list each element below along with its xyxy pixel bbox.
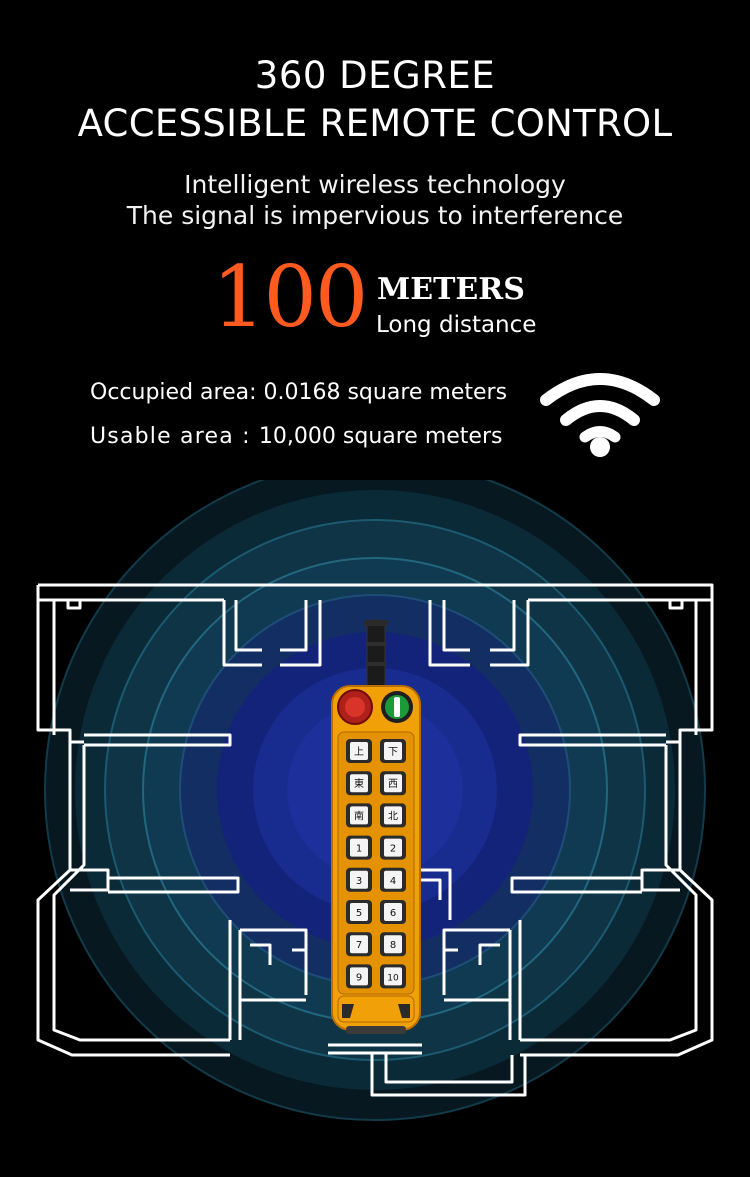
- distance-unit: METERS: [377, 272, 525, 307]
- remote-button: 下: [380, 739, 406, 763]
- remote-button-label: 5: [356, 908, 362, 919]
- remote-button: 3: [346, 867, 372, 892]
- remote-button: 4: [380, 867, 406, 892]
- heading-line-1: 360 DEGREE: [254, 54, 496, 97]
- wifi-icon: [540, 373, 660, 457]
- remote-button: 8: [380, 932, 406, 957]
- remote-button: 7: [346, 932, 372, 957]
- remote-button-label: 1: [356, 844, 362, 855]
- remote-button: 1: [346, 835, 372, 860]
- subheading-line-2: The signal is impervious to interference: [126, 201, 624, 230]
- subheading-line-1: Intelligent wireless technology: [184, 170, 566, 199]
- remote-button-label: 上: [354, 746, 364, 758]
- remote-button: 9: [346, 964, 372, 989]
- remote-button-label: 6: [390, 908, 396, 919]
- heading-line-2: ACCESSIBLE REMOTE CONTROL: [77, 102, 673, 145]
- distance-caption: Long distance: [376, 312, 537, 338]
- remote-button: 南: [346, 803, 372, 828]
- remote-button: 5: [346, 900, 372, 924]
- remote-button: 北: [380, 803, 406, 828]
- remote-button: 10: [380, 964, 406, 989]
- occupied-area-value: 0.0168 square meters: [263, 380, 508, 405]
- remote-button-label: 8: [390, 940, 396, 951]
- remote-button-label: 西: [388, 779, 398, 790]
- signal-coverage-illustration: 上 下東 西南 北 1 2 3 4 5 6 7 8 9 10: [36, 480, 714, 1121]
- distance-value: 100: [212, 248, 368, 346]
- remote-button-label: 下: [388, 747, 398, 758]
- remote-button: 2: [380, 835, 406, 860]
- floor-plan: [36, 583, 714, 1097]
- remote-button-label: 4: [390, 876, 396, 887]
- remote-button-label: 2: [390, 844, 396, 855]
- remote-button: 東: [346, 771, 372, 796]
- remote-button-label: 9: [356, 972, 362, 983]
- usable-area: Usable area : 10,000 square meters: [90, 424, 502, 449]
- usable-area-label: Usable area :: [90, 424, 259, 449]
- remote-button-label: 10: [387, 973, 399, 983]
- remote-button-label: 7: [356, 940, 362, 951]
- usable-area-value: 10,000 square meters: [258, 424, 503, 449]
- occupied-area-label: Occupied area:: [90, 380, 264, 405]
- remote-button: 西: [380, 771, 406, 796]
- remote-buttons: 上 下東 西南 北 1 2 3 4 5 6 7 8 9 10: [346, 739, 406, 989]
- remote-button-label: 3: [356, 876, 362, 887]
- remote-button: 6: [380, 900, 406, 924]
- remote-button-label: 南: [354, 809, 364, 822]
- occupied-area: Occupied area: 0.0168 square meters: [90, 380, 507, 405]
- remote-button-label: 東: [354, 777, 364, 790]
- remote-button: 上: [346, 739, 372, 763]
- remote-button-label: 北: [388, 810, 398, 822]
